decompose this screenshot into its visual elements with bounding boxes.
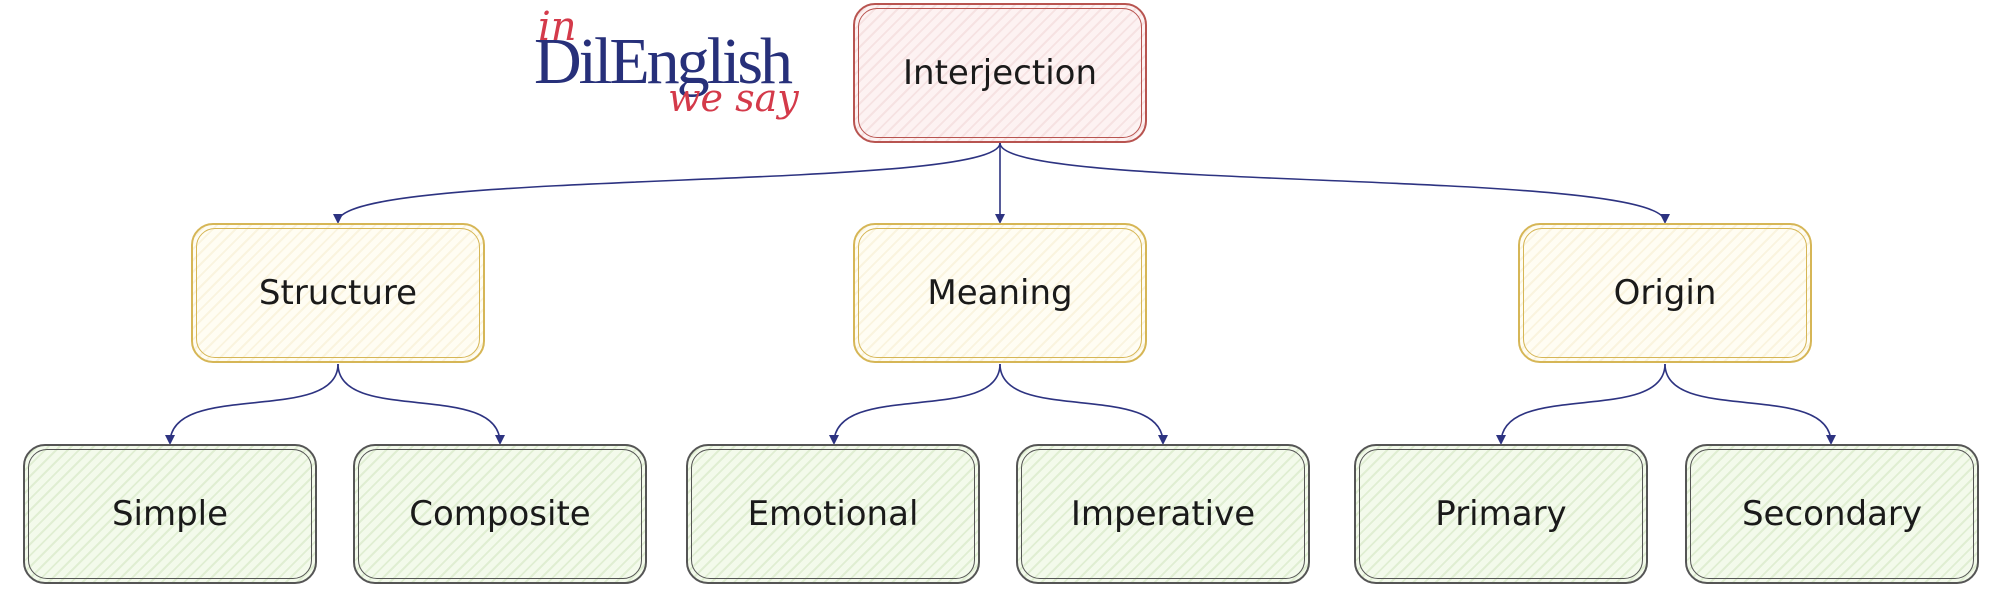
node-label: Structure [258, 273, 418, 313]
node-label: Origin [1613, 273, 1717, 313]
node-leaf-primary: Primary [1354, 444, 1648, 584]
node-leaf-composite: Composite [353, 444, 647, 584]
node-leaf-secondary: Secondary [1685, 444, 1979, 584]
edge-meaning-imperative [999, 363, 1168, 445]
node-category-origin: Origin [1518, 223, 1812, 363]
node-label: Composite [409, 494, 591, 534]
edge-structure-composite [337, 363, 505, 445]
logo-brand-text: DilEnglish [534, 25, 793, 98]
logo-in-text: in [538, 4, 577, 50]
node-category-structure: Structure [191, 223, 485, 363]
edge-interjection-origin [999, 142, 1670, 224]
node-root: Interjection [853, 3, 1147, 143]
node-leaf-emotional: Emotional [686, 444, 980, 584]
edge-interjection-structure [333, 142, 1001, 224]
edge-origin-primary [1496, 363, 1666, 445]
node-label: Interjection [903, 53, 1097, 93]
node-label: Secondary [1741, 494, 1923, 534]
node-label: Simple [111, 494, 229, 534]
node-label: Meaning [927, 273, 1073, 313]
node-label: Imperative [1070, 494, 1256, 534]
node-category-meaning: Meaning [853, 223, 1147, 363]
node-leaf-imperative: Imperative [1016, 444, 1310, 584]
node-label: Primary [1435, 494, 1567, 534]
edge-origin-secondary [1664, 363, 1836, 445]
logo-tagline-text: we say [668, 76, 799, 120]
edge-structure-simple [165, 363, 339, 445]
dilenglish-logo: in DilEnglish we say [534, 4, 814, 154]
node-label: Emotional [747, 494, 919, 534]
edge-meaning-emotional [829, 363, 1001, 445]
node-leaf-simple: Simple [23, 444, 317, 584]
